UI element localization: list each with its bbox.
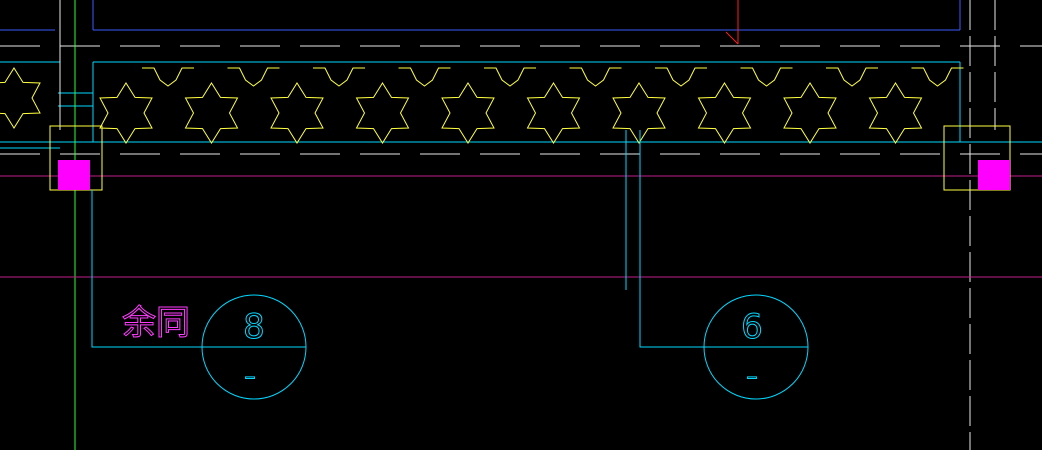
hatch-star-partial: [227, 67, 280, 87]
hatch-star: [0, 67, 41, 129]
detail-number: 8: [243, 307, 265, 347]
hatch-star-partial: [911, 67, 964, 87]
filled-square-icon: [978, 160, 1010, 190]
leader-line-6: [625, 130, 808, 348]
detail-number: 6: [741, 307, 763, 347]
hatch-star: [783, 82, 837, 144]
detail-sheet: –: [747, 365, 758, 390]
hatch-star-partial: [569, 67, 622, 87]
column-marker-right: [943, 125, 1011, 191]
hatch-star-partial: [398, 67, 451, 87]
hatch-star: [868, 82, 923, 144]
column-marker-left: [49, 125, 103, 191]
note-label: 余同: [122, 303, 190, 343]
hatch-star-partial: [740, 67, 793, 87]
wall-band-outline: [0, 61, 1042, 149]
hatch-star-partial: [826, 67, 878, 87]
detail-sheet: –: [245, 365, 256, 390]
hatch-star: [270, 82, 324, 144]
filled-square-icon: [58, 160, 90, 190]
hatch-star: [355, 82, 410, 144]
red-marker-line: [725, 0, 739, 45]
hatch-star: [184, 82, 239, 144]
hatch-star: [612, 82, 666, 144]
leader-line-8: [91, 190, 306, 348]
detail-bubble-8[interactable]: 8 –: [201, 294, 307, 400]
detail-bubble-6[interactable]: 6 –: [703, 294, 809, 400]
left-star-hatch-icon: [0, 67, 41, 129]
hatch-star: [441, 82, 495, 144]
hatch-star-partial: [655, 67, 707, 87]
upper-room-outline: [0, 0, 961, 31]
vertical-grid-lines: [59, 0, 996, 450]
hatch-star-partial: [313, 67, 365, 87]
hatch-star: [526, 82, 581, 144]
magenta-reference-lines: [0, 175, 1042, 278]
hatch-star-partial: [142, 67, 194, 87]
hatch-star: [697, 82, 752, 144]
hatch-star: [99, 82, 153, 144]
hatch-star-partial: [484, 67, 536, 87]
star-hatch-icon: [99, 67, 964, 144]
